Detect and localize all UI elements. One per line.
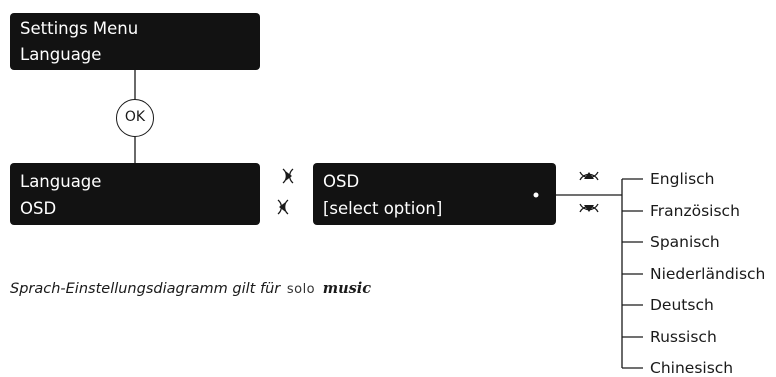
language-box: Language OSD: [10, 163, 260, 225]
option-spanisch: Spanisch: [650, 233, 720, 251]
language-title: Language: [20, 172, 102, 191]
language-item: OSD: [20, 199, 57, 218]
arrow-left-icon[interactable]: [273, 197, 293, 217]
option-chinesisch: Chinesisch: [650, 359, 734, 377]
arrow-up-icon[interactable]: [577, 166, 601, 186]
connector-dot: [533, 192, 539, 198]
caption-text: Sprach-Einstellungsdiagramm gilt für: [10, 281, 281, 297]
arrow-right-icon[interactable]: [278, 166, 298, 186]
osd-box: OSD [select option]: [313, 163, 556, 225]
caption: Sprach-Einstellungsdiagramm gilt für sol…: [10, 280, 371, 297]
option-russisch: Russisch: [650, 328, 717, 346]
brand-solo: solo: [286, 282, 316, 297]
option-englisch: Englisch: [650, 170, 715, 188]
brand-music: music: [322, 280, 372, 297]
arrow-down-icon[interactable]: [577, 198, 601, 218]
settings-menu-box: Settings Menu Language: [10, 13, 260, 70]
settings-menu-title: Settings Menu: [20, 19, 139, 38]
osd-title: OSD: [323, 172, 360, 191]
option-niederlaendisch: Niederländisch: [650, 265, 766, 283]
option-deutsch: Deutsch: [650, 296, 714, 314]
option-franzoesisch: Französisch: [650, 202, 740, 220]
ok-button[interactable]: OK: [116, 99, 154, 137]
settings-menu-item: Language: [20, 45, 102, 64]
osd-select-option: [select option]: [323, 199, 443, 218]
